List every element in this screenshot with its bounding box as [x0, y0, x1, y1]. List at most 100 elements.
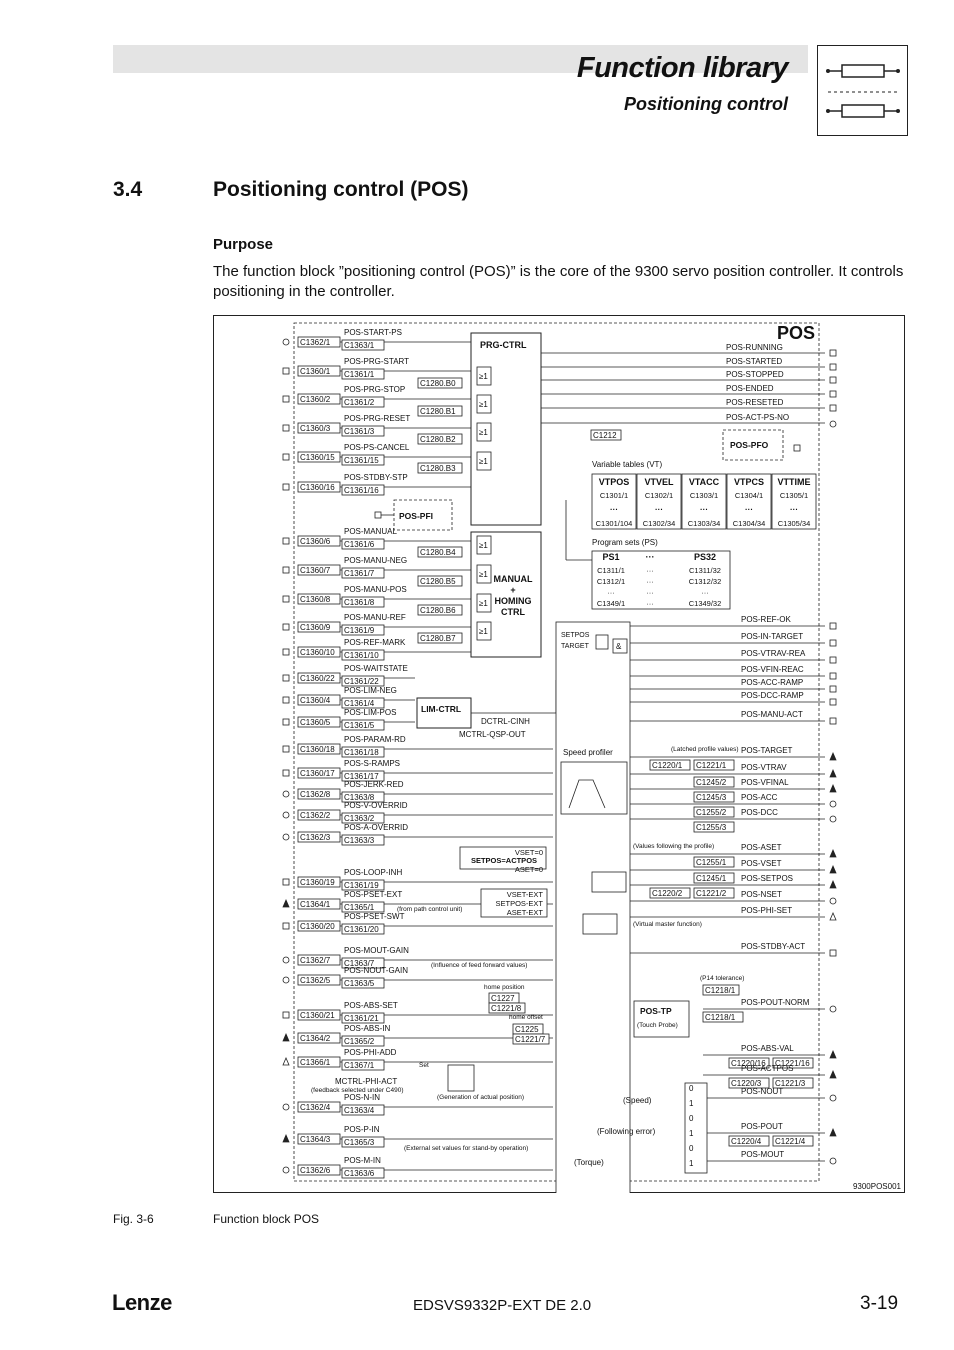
- output-profile-name: POS-NOUT: [741, 1087, 783, 1096]
- input-terminal: [283, 1058, 289, 1065]
- output-terminal: [830, 405, 836, 411]
- selector-digit: 1: [689, 1159, 694, 1168]
- code-label: C1361/2: [344, 398, 375, 407]
- output-top-name: POS-ENDED: [726, 384, 774, 393]
- input-name: POS-PSET-EXT: [344, 890, 402, 899]
- code-label: C1360/21: [300, 1011, 335, 1020]
- ps-cell: ···: [646, 566, 654, 575]
- output-terminal: [830, 801, 836, 807]
- code-label: C1365/3: [344, 1138, 375, 1147]
- feedback-block: [448, 1065, 474, 1091]
- aset0-label: ASET=0: [515, 865, 543, 874]
- code-label: C1360/8: [300, 595, 331, 604]
- input-name: POS-ABS-IN: [344, 1024, 390, 1033]
- document-id: EDSVS9332P-EXT DE 2.0: [413, 1297, 591, 1314]
- input-terminal: [283, 1167, 289, 1173]
- dctrl-cinh-label: DCTRL-CINH: [481, 717, 530, 726]
- code-label: C1360/10: [300, 648, 335, 657]
- setpos-target-label: TARGET: [561, 643, 590, 650]
- output-terminal: [830, 1129, 836, 1136]
- figure-caption: Function block POS: [213, 1212, 319, 1226]
- output-profile-name: POS-ASET: [741, 843, 782, 852]
- code-label: C1280.B4: [420, 548, 456, 557]
- code-label: C1221/1: [696, 761, 727, 770]
- output-mid-name: POS-VTRAV-REA: [741, 649, 806, 658]
- ps-head: ···: [646, 552, 655, 562]
- or-gate-label: ≥1: [479, 372, 488, 381]
- input-name: POS-LIM-NEG: [344, 686, 397, 695]
- lim-ctrl-label: LIM-CTRL: [421, 704, 461, 714]
- code-label: C1227: [491, 994, 515, 1003]
- code-label: C1360/17: [300, 769, 335, 778]
- code-label: C1280.B0: [420, 379, 456, 388]
- input-name: POS-MANU-POS: [344, 585, 407, 594]
- vt-first: C1301/1: [600, 491, 628, 500]
- section-number: 3.4: [113, 178, 142, 202]
- ps-cell: C1311/32: [689, 566, 721, 575]
- input-name: POS-PRG-RESET: [344, 414, 410, 423]
- vt-dots: ···: [610, 505, 618, 514]
- code-label: C1360/9: [300, 623, 331, 632]
- code-label: C1360/5: [300, 718, 331, 727]
- output-terminal: [830, 1158, 836, 1164]
- code-label: C1360/2: [300, 395, 331, 404]
- code-label: C1363/4: [344, 1106, 375, 1115]
- input-terminal: [283, 339, 289, 345]
- output-mid-name: POS-MANU-ACT: [741, 710, 803, 719]
- or-gate-label: ≥1: [479, 599, 488, 608]
- header-subtitle: Positioning control: [624, 94, 788, 115]
- input-name: POS-PRG-STOP: [344, 385, 405, 394]
- output-terminal: [830, 770, 836, 777]
- output-profile-name: POS-VFINAL: [741, 778, 789, 787]
- variable-tables-label: Variable tables (VT): [592, 460, 662, 469]
- code-label: C1280.B2: [420, 435, 456, 444]
- vt-dots: ···: [700, 505, 708, 514]
- code-label: C1361/15: [344, 456, 379, 465]
- pos-pfo-terminal: [794, 445, 800, 451]
- vt-dots: ···: [655, 505, 663, 514]
- page-number: 3-19: [860, 1293, 898, 1315]
- output-terminal: [830, 1006, 836, 1012]
- input-name: POS-M-IN: [344, 1156, 381, 1165]
- code-label: C1280.B6: [420, 606, 456, 615]
- input-terminal: [283, 675, 289, 681]
- or-gate-label: ≥1: [479, 400, 488, 409]
- output-profile-name: POS-ACTPOS: [741, 1064, 793, 1073]
- code-label: C1361/19: [344, 881, 379, 890]
- output-terminal: [830, 1095, 836, 1101]
- output-profile-name: POS-DCC: [741, 808, 778, 817]
- switch-2: [583, 914, 617, 934]
- input-name: POS-PARAM-RD: [344, 735, 406, 744]
- input-name: POS-N-IN: [344, 1093, 380, 1102]
- reference-id: 9300POS001: [853, 1182, 902, 1191]
- pos-pfi-terminal: [375, 512, 381, 518]
- output-terminal: [830, 850, 836, 857]
- input-terminal: [283, 538, 289, 544]
- input-name: POS-S-RAMPS: [344, 759, 400, 768]
- output-profile-name: POS-POUT-NORM: [741, 998, 810, 1007]
- code-label: C1362/6: [300, 1166, 331, 1175]
- code-label: C1255/1: [696, 858, 727, 867]
- input-name: POS-JERK-RED: [344, 780, 404, 789]
- output-terminal: [830, 881, 836, 888]
- speed-profiler-label: Speed profiler: [563, 748, 613, 757]
- code-label: C1362/8: [300, 790, 331, 799]
- output-terminal: [830, 699, 836, 705]
- output-profile-name: POS-PHI-SET: [741, 906, 792, 915]
- output-terminal: [830, 950, 836, 956]
- code-label: C1220/1: [652, 761, 683, 770]
- setpos-ext-label: SETPOS-EXT: [495, 899, 543, 908]
- code-label: C1361/9: [344, 626, 375, 635]
- code-label: C1245/2: [696, 778, 727, 787]
- code-label: C1361/7: [344, 569, 375, 578]
- vt-last: C1303/34: [688, 519, 721, 528]
- figure-number: Fig. 3-6: [113, 1212, 154, 1226]
- code-label: C1360/7: [300, 566, 331, 575]
- code-label: C1361/6: [344, 540, 375, 549]
- pos-tp-label: POS-TP: [640, 1006, 672, 1016]
- section-title: Positioning control (POS): [213, 178, 469, 202]
- code-label: C1360/4: [300, 696, 331, 705]
- code-label: C1362/7: [300, 956, 331, 965]
- input-terminal: [283, 484, 289, 490]
- feedback-label: (feedback selected under C490): [311, 1087, 404, 1094]
